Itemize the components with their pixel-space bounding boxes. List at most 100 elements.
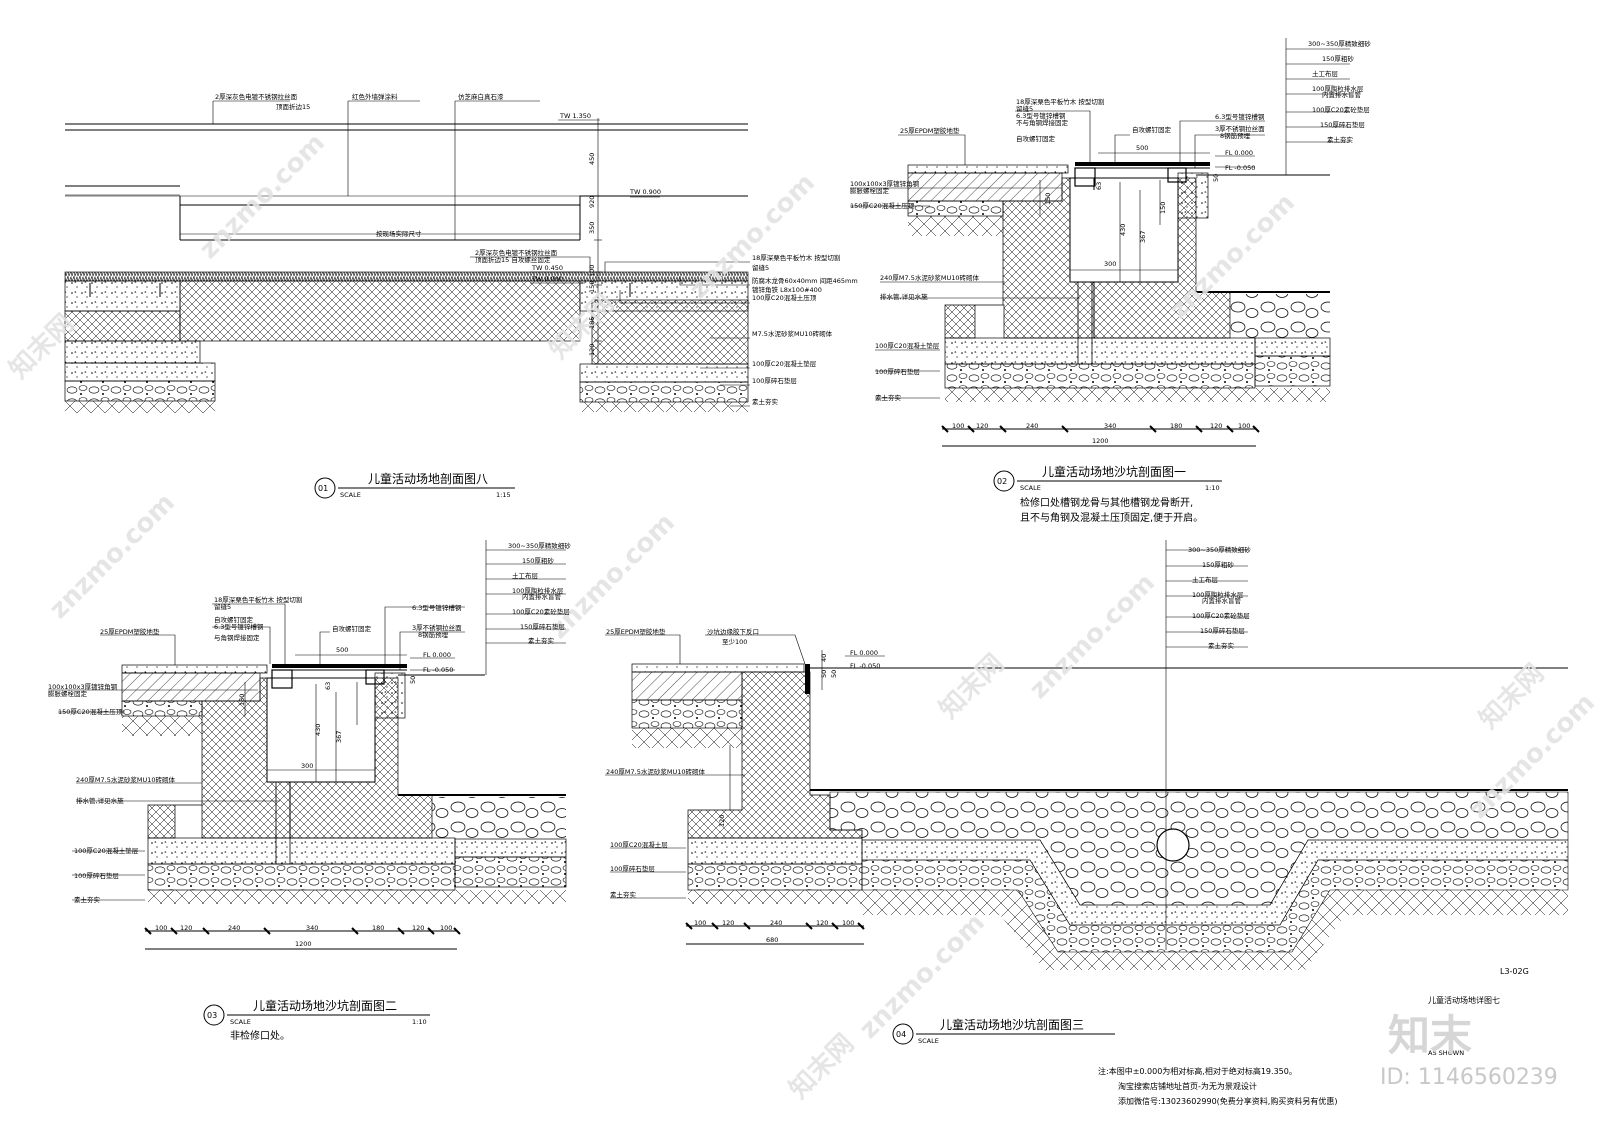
annotation-text: 300 [1104,260,1116,268]
annotation-text: 100厚C20素砼垫层 [512,607,570,616]
annotation-text: 100厚陶粒排水层 [1192,590,1244,599]
annotation-text: 150厚碎石垫层 [1200,626,1245,635]
annotation-text: 6.3型号镀锌槽钢 [214,622,264,631]
annotation-text: 膨胀螺栓固定 [850,186,890,195]
annotation-text: 240 [1026,422,1038,430]
section-note: 检修口处槽钢龙骨与其他槽钢龙骨断开, [1020,496,1193,509]
annotation-text: 自攻螺钉固定 [332,624,372,633]
as-shown: AS SHOWN [1428,1049,1464,1057]
annotation-text: 镀锌角铁 L8x100#400 [752,285,822,294]
annotation-text: 63 [324,682,332,690]
annotation-text: 367 [335,731,343,743]
logo-watermark: 知末 [1388,1011,1472,1060]
annotation-text: 按现场实际尺寸 [376,229,422,238]
annotation-text: 120 [180,924,192,932]
annotation-text: 100厚陶粒排水层 [512,586,564,595]
annotation-text: 180 [372,924,384,932]
annotation-text: FL -0.050 [423,666,453,674]
annotation-text: 沙坑边缘胶下反口 [707,627,759,636]
annotation-text: FL 0.000 [1225,149,1253,157]
annotation-text: FL 0.000 [423,651,451,659]
annotation-text: 红色外墙弹涂料 [352,92,398,101]
section-title: 儿童活动场地沙坑剖面图二 [253,998,397,1013]
annotation-text: 180 [1170,422,1182,430]
annotation-text: 内置排水盲管 [522,592,562,601]
section-02-title: 02 儿童活动场地沙坑剖面图一 SCALE 1:10 检修口处槽钢龙骨与其他槽钢… [993,464,1222,524]
annotation-text: 100厚C20混凝土垫层 [74,846,139,855]
annotation-text: 自攻螺钉固定 [1132,125,1172,134]
annotation-text: 50 [820,670,828,678]
section-title: 儿童活动场地沙坑剖面图三 [940,1017,1084,1032]
annotation-text: 240厚M7.5水泥砂浆MU10砖砌体 [76,775,175,784]
annotation-text: 100 [440,924,452,932]
annotation-text: 18厚深栗色平板竹木 按型切割 [214,595,303,604]
annotation-text: 150厚粗砂 [522,556,554,565]
section-03-drawing [48,540,567,950]
section-note: 且不与角钢及混凝土压顶固定,便于开启。 [1020,511,1203,524]
section-note: 非检修口处。 [230,1029,290,1042]
watermark-brand: 知末网 [934,649,1010,725]
annotation-text: 25厚EPDM塑胶地垫 [100,627,160,636]
annotation-text: 留缝5 [214,602,231,611]
annotation-text: 120 [722,919,734,927]
annotation-text: 6.3型号镀锌槽钢 [1215,112,1265,121]
annotation-text: 100 [952,422,964,430]
annotation-text: 300~350厚精致细砂 [1308,39,1371,48]
annotation-text: 240厚M7.5水泥砂浆MU10砖砌体 [880,273,979,282]
annotation-text: 150 [1159,202,1167,214]
annotation-text: 680 [766,936,778,944]
annotation-text: 3厚不锈钢拉丝面 [1215,124,1265,133]
scale-value: 1:10 [412,1018,427,1026]
sheet-number: L3-02G [1500,967,1529,976]
footnote: 注:本图中±0.000为相对标高,相对于绝对标高19.350。 淘宝搜索店铺地址… [1098,1066,1337,1106]
watermark-text: znzmo.com [44,488,181,625]
annotation-text: 内置排水盲管 [1202,596,1242,605]
annotation-text: 150厚碎石垫层 [1320,120,1365,129]
section-04-drawing [605,540,1569,970]
annotation-text: 素土夯实 [74,895,101,904]
annotation-text: 100厚C20混凝土层 [610,840,668,849]
annotation-text: 留缝5 [752,263,769,272]
watermark-brand: 知末网 [1474,659,1550,735]
annotation-text: 素土夯实 [1327,135,1354,144]
annotation-text: 100厚C20素砼垫层 [1192,611,1250,620]
annotation-text: 150厚粗砂 [1322,54,1354,63]
annotation-text: 100厚碎石垫层 [875,367,920,376]
annotation-text: FL -0.050 [1225,164,1255,172]
annotation-text: 350 [588,222,596,234]
annotation-text: 150厚粗砂 [1202,560,1234,569]
scale-value: 1:10 [1205,484,1220,492]
annotation-text: 50 [830,670,838,678]
annotation-text: 185 [588,317,596,329]
annotation-text: 240 [228,924,240,932]
section-title: 儿童活动场地剖面图八 [368,471,488,486]
annotation-text: 100厚碎石垫层 [74,871,119,880]
annotation-text: 100厚C20素砼垫层 [1312,105,1370,114]
annotation-text: 100厚C20混凝土垫层 [875,341,940,350]
scale-value: 1:15 [496,491,511,499]
sheet-info: L3-02G 儿童活动场地详图七 AS SHOWN 知末 ID: 1146560… [1380,967,1558,1090]
watermark-brand: 知末网 [784,1029,860,1105]
annotation-text: 340 [306,924,318,932]
annotation-layer: 2厚深灰色电镀不锈钢拉丝面顶面折边15红色外墙弹涂料仿芝麻白真石漆按现场实际尺寸… [48,39,1371,948]
annotation-text: 100 [1238,422,1250,430]
annotation-text: 顶面折边15 [276,102,310,111]
annotation-text: 100x100x3厚镀锌角钢 [48,682,118,691]
section-number: 01 [318,484,328,493]
annotation-text: 素土夯实 [1208,641,1235,650]
annotation-text: 内置排水盲管 [1322,90,1362,99]
annotation-text: 25厚EPDM塑胶地垫 [606,627,666,636]
annotation-text: 100厚C20混凝土压顶 [752,293,817,302]
annotation-text: M7.5水泥砂浆MU10砖砌体 [752,329,833,338]
annotation-text: 100 [588,265,596,277]
annotation-text: 1200 [1092,437,1109,445]
annotation-text: 仿芝麻白真石漆 [458,92,504,101]
annotation-text: 膨胀螺栓固定 [48,689,88,698]
annotation-text: 土工布层 [512,571,539,580]
annotation-text: 50 [409,676,417,684]
annotation-text: 排水管,详见水施 [76,796,124,805]
annotation-text: 100x100x3厚镀锌角钢 [850,179,920,188]
annotation-text: 素土夯实 [610,890,637,899]
annotation-text: 6.3型号镀锌槽钢 [1016,111,1066,120]
